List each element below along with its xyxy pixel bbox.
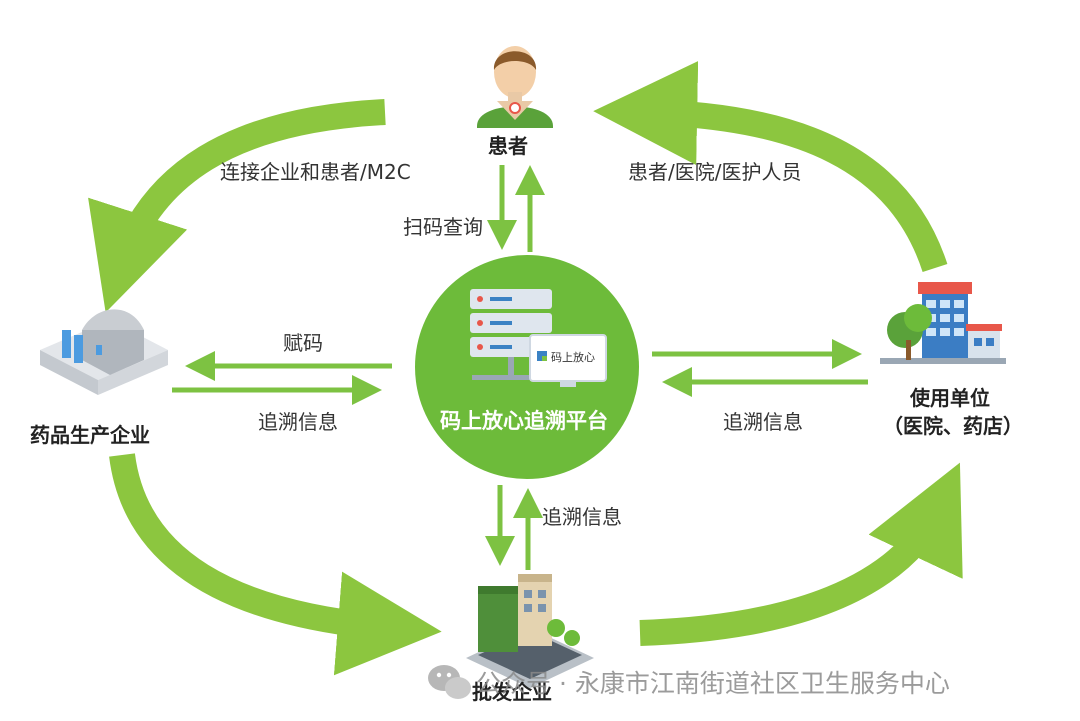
patient-avatar-icon <box>477 46 553 128</box>
watermark: 公众号 · 永康市江南街道社区卫生服务中心 <box>476 669 950 698</box>
factory-icon <box>40 309 168 395</box>
node-label-user-unit-1: 使用单位 <box>910 386 990 410</box>
arrow-manufacturer-to-wholesaler <box>109 453 442 676</box>
edge-label-patient-hospital: 患者/医院/医护人员 <box>628 160 802 184</box>
edge-label-trace-right: 追溯信息 <box>723 410 803 434</box>
hospital-icon <box>880 282 1006 364</box>
edge-label-assign-code: 赋码 <box>283 331 323 355</box>
node-label-manufacturer: 药品生产企业 <box>30 423 150 447</box>
edge-label-trace-left: 追溯信息 <box>258 410 338 434</box>
node-label-user-unit-2: （医院、药店） <box>883 414 1023 438</box>
edge-label-scan-query: 扫码查询 <box>403 215 483 239</box>
monitor-icon <box>529 334 607 387</box>
arrow-wholesaler-to-user-unit <box>639 462 963 646</box>
wechat-icon <box>428 665 471 699</box>
node-label-wholesaler: 批发企业 <box>472 680 552 704</box>
edge-label-trace-bottom: 追溯信息 <box>542 505 622 529</box>
platform-screen-label: 码上放心 <box>551 350 595 364</box>
platform-title: 码上放心追溯平台 <box>440 409 608 433</box>
arrow-patient-to-manufacturer <box>88 99 386 313</box>
edge-label-m2c: 连接企业和患者/M2C <box>220 160 411 184</box>
platform-circle <box>415 255 639 479</box>
node-label-patient: 患者 <box>488 134 528 158</box>
arrow-user-unit-to-patient <box>593 61 948 273</box>
wholesale-building-icon <box>466 574 594 688</box>
